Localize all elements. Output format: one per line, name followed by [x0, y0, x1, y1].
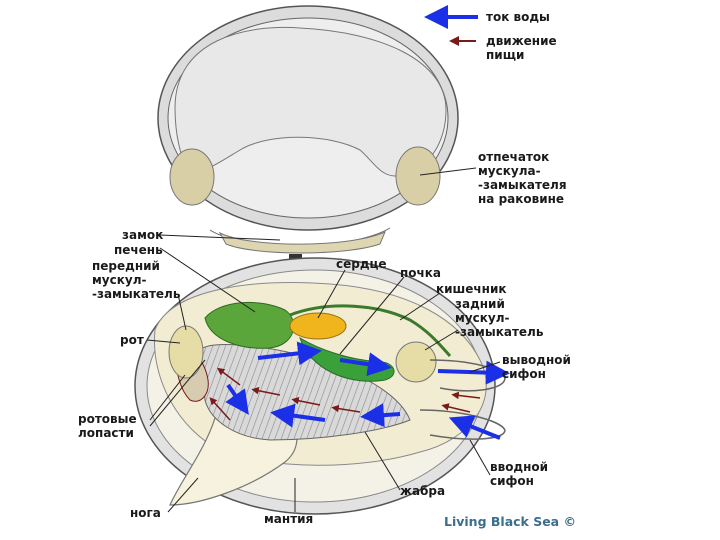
label-gill: жабра [400, 484, 445, 498]
posterior-adductor-muscle [396, 342, 436, 382]
muscle-scar-right [396, 147, 440, 205]
label-mouth: рот [120, 333, 144, 347]
label-muscle-scar: отпечаток мускула- -замыкателя на ракови… [478, 150, 567, 206]
label-inhalant-siphon: вводной сифон [490, 460, 548, 488]
label-liver: печень [114, 243, 163, 257]
anterior-adductor-muscle [169, 326, 203, 378]
label-oral-lobes: ротовые лопасти [78, 412, 137, 440]
credit-text: Living Black Sea © [444, 514, 576, 529]
heart [290, 313, 346, 339]
label-kidney: почка [400, 266, 441, 280]
label-intestine: кишечник [436, 282, 507, 296]
label-anterior-adductor: передний мускул- -замыкатель [92, 259, 180, 301]
upper-shell-valve [158, 6, 458, 246]
label-exhalant-siphon: выводной сифон [502, 353, 571, 381]
label-foot: нога [130, 506, 161, 520]
label-hinge: замок [122, 228, 163, 242]
label-mantle: мантия [264, 512, 313, 526]
legend-food-movement-label: движение пищи [486, 34, 557, 62]
legend-water-flow-label: ток воды [486, 10, 550, 24]
label-posterior-adductor: задний мускул- -замыкатель [455, 297, 543, 339]
label-heart: сердце [336, 257, 387, 271]
muscle-scar-left [170, 149, 214, 205]
